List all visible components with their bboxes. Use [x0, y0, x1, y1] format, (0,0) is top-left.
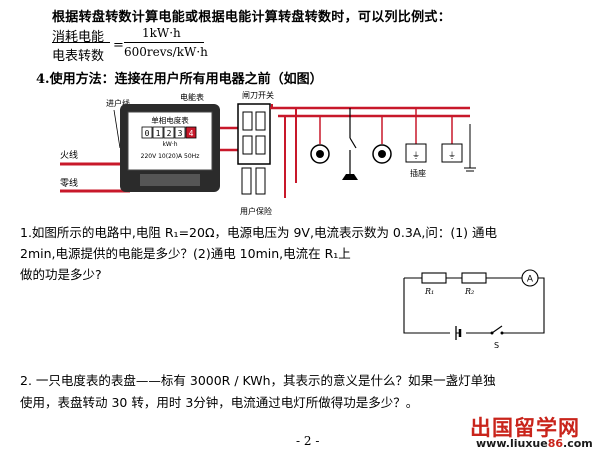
usage-step-4: 4.使用方法：连接在用户所有用电器之前（如图） — [36, 72, 323, 87]
svg-text:⏚: ⏚ — [412, 151, 420, 160]
question-2-line-2: 使用，表盘转动 30 转，用时 3分钟，电流通过电灯所做得功是多少？。 — [20, 395, 419, 410]
fuse-label: 用户保险 — [240, 206, 272, 216]
meter-digit-0: 0 — [145, 129, 150, 138]
fraction-left-numerator: 消耗电能 — [52, 30, 105, 45]
household-wiring-diagram: 火线 零线 进户线 单相电度表 0 1 2 3 4 kW·h 220V 10(2… — [60, 90, 476, 216]
ammeter-icon — [521, 269, 539, 287]
svg-text:⏚: ⏚ — [448, 151, 456, 160]
meter-digit-2: 2 — [167, 129, 172, 138]
equals-sign: = — [113, 38, 124, 53]
page-number: - 2 - — [296, 434, 320, 448]
fraction-right-bar — [124, 42, 204, 43]
watermark-url: www.liuxue86.com — [476, 437, 593, 450]
intro-line: 根据转盘转数计算电能或根据电能计算转盘转数时，可以列比例式： — [52, 10, 452, 25]
circuit-wires — [403, 277, 545, 334]
ammeter-label: A — [527, 275, 534, 285]
fraction-right-denominator: 600revs/kW·h — [124, 45, 208, 59]
switch-label: 闸刀开关 — [242, 90, 274, 100]
meter-spec: 220V 10(20)A 50Hz — [141, 153, 200, 160]
watermark-brand: 出国留学网 — [470, 416, 580, 440]
question-2-line-1: 2. 一只电度表的表盘——标有 3000R / KWh，其表示的意义是什么？如果… — [20, 373, 496, 388]
wall-socket-2: ⏚ — [441, 116, 476, 172]
meter-unit: kW·h — [162, 141, 177, 148]
incoming-label: 进户线 — [106, 98, 130, 108]
neutral-label: 零线 — [60, 177, 78, 189]
wall-socket-1: ⏚ — [405, 108, 427, 163]
question-1-line-3: 做的功是多少? — [20, 267, 102, 282]
meter-digit-3: 3 — [178, 129, 183, 138]
resistor-r2-label: R₂ — [464, 287, 474, 296]
outlet-2 — [372, 116, 392, 164]
fraction-right-numerator: 1kW·h — [142, 26, 181, 40]
live-label: 火线 — [60, 149, 78, 161]
fraction-left-bar — [52, 42, 110, 43]
pull-switch-lamp — [342, 108, 358, 180]
outlet-1 — [310, 116, 330, 164]
meter-digit-4: 4 — [189, 129, 194, 138]
question-1-line-2: 2min,电源提供的电能是多少？(2)通电 10min,电流在 R₁上 — [20, 246, 351, 261]
socket-label: 插座 — [410, 168, 426, 178]
resistor-r1 — [421, 272, 447, 284]
question-1-line-1: 1.如图所示的电路中,电阻 R₁=20Ω，电源电压为 9V,电流表示数为 0.3… — [20, 225, 498, 240]
switch-s-label: S — [494, 341, 499, 350]
meter-label: 电能表 — [180, 92, 204, 102]
fraction-left-denominator: 电表转数 — [52, 49, 105, 64]
meter-digit-1: 1 — [156, 129, 161, 138]
meter-title: 单相电度表 — [151, 115, 189, 125]
meter-face — [127, 111, 213, 171]
circuit-diagram: R₁ R₂ A S — [403, 269, 545, 350]
meter-digits: 0 1 2 3 4 — [141, 126, 197, 139]
fuse-1 — [241, 167, 252, 195]
resistor-r1-label: R₁ — [424, 287, 434, 296]
fuse-2 — [255, 167, 266, 195]
switch-s — [491, 325, 503, 334]
resistor-r2 — [461, 272, 487, 284]
